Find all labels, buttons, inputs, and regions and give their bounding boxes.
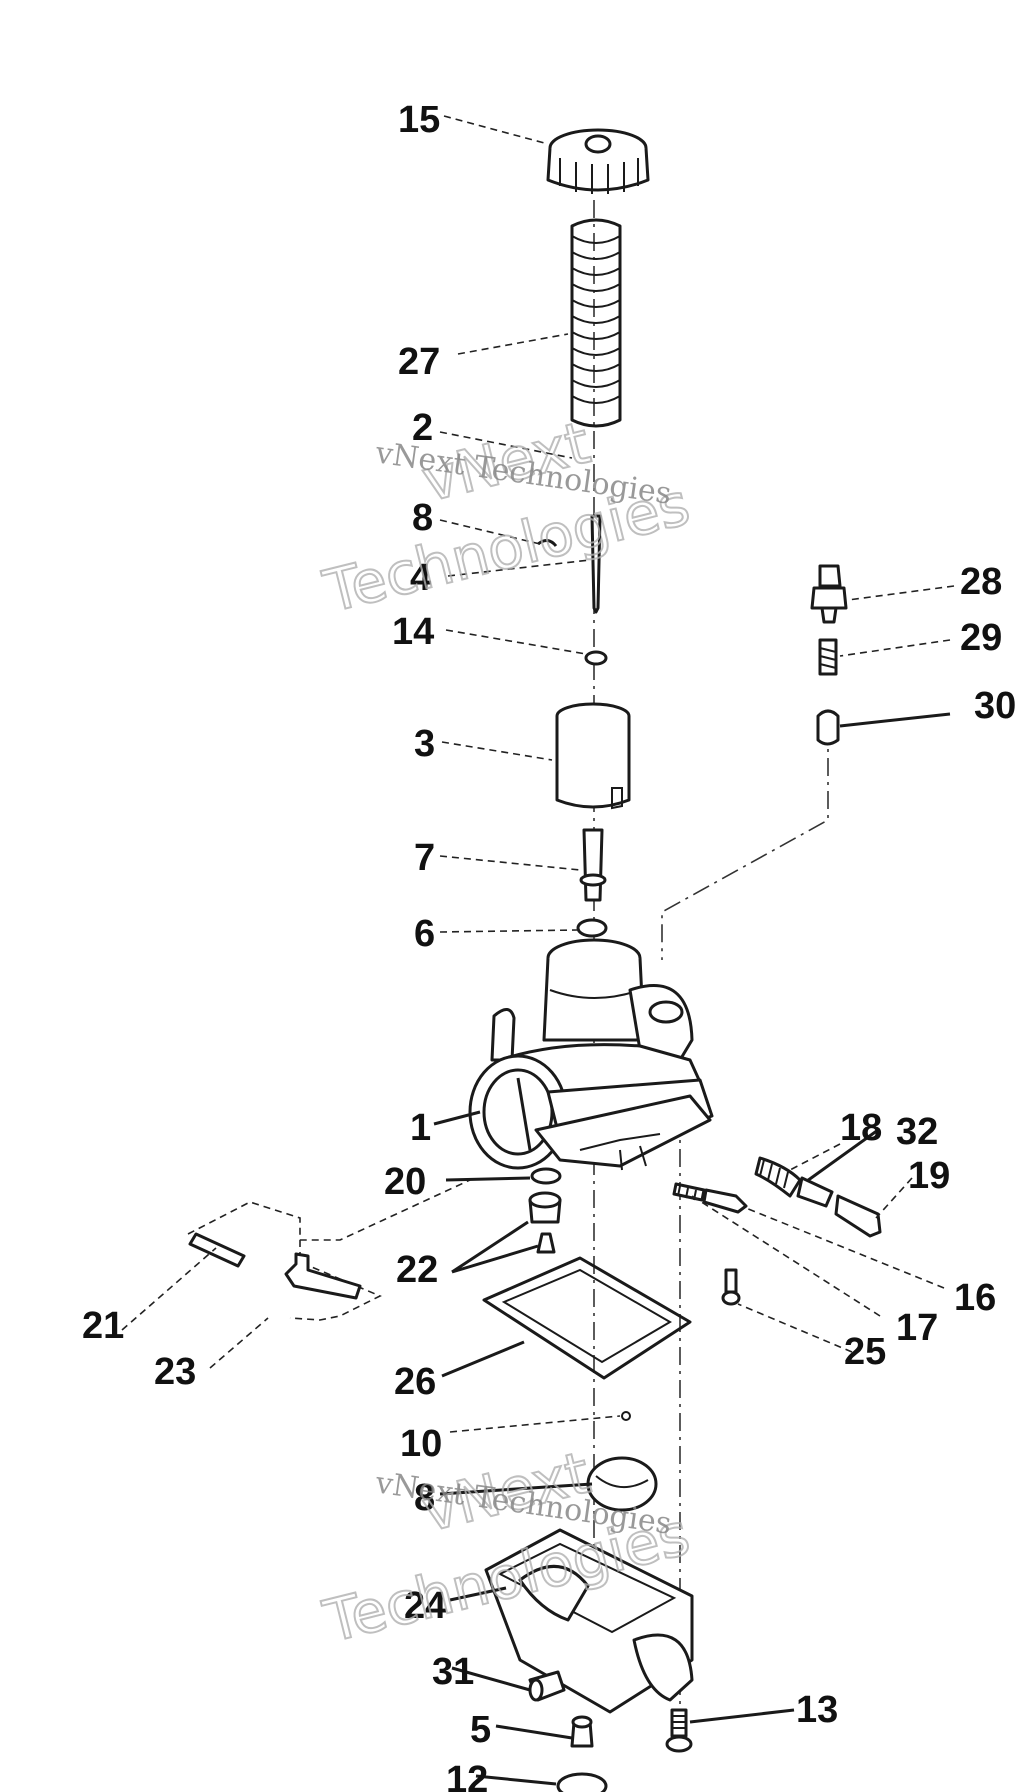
callout-27: 27	[398, 341, 440, 383]
callout-16: 16	[954, 1277, 996, 1319]
part-float-valve-22	[528, 1191, 562, 1254]
part-needle-jet-7	[579, 828, 607, 902]
callout-23: 23	[154, 1351, 196, 1393]
callout-3: 3	[414, 723, 435, 765]
callout-15: 15	[398, 99, 440, 141]
callout-22: 22	[396, 1249, 438, 1291]
part-spring-18	[754, 1156, 802, 1198]
part-screw-17	[672, 1182, 748, 1214]
part-drain-31	[528, 1670, 566, 1702]
callout-13: 13	[796, 1689, 838, 1731]
part-screw-25	[721, 1268, 741, 1306]
callout-32: 32	[896, 1111, 938, 1153]
part-spring-27	[570, 218, 622, 428]
part-float-arm-21-23	[187, 1179, 471, 1321]
callout-7: 7	[414, 837, 435, 879]
part-needle-4	[590, 514, 602, 614]
callout-25: 25	[844, 1331, 886, 1373]
watermark-upper: vNext Technologies vNext Technologies	[316, 407, 697, 627]
callout-10: 10	[400, 1423, 442, 1465]
part-screw-19	[796, 1176, 882, 1238]
part-gasket-26	[482, 1256, 692, 1380]
callout-20: 20	[384, 1161, 426, 1203]
callout-24: 24	[404, 1585, 446, 1627]
part-plug-5	[570, 1715, 594, 1748]
callout-18: 18	[840, 1107, 882, 1149]
callout-26: 26	[394, 1361, 436, 1403]
callout-28: 28	[960, 561, 1002, 603]
part-washer-20	[530, 1167, 562, 1185]
callout-29: 29	[960, 617, 1002, 659]
callout-21: 21	[82, 1305, 124, 1347]
callout-6: 6	[414, 913, 435, 955]
part-body-1	[468, 938, 714, 1171]
part-plunger-30	[816, 709, 840, 746]
callout-14: 14	[392, 611, 434, 653]
part-clip-8	[537, 539, 558, 547]
callout-8: 8	[412, 497, 433, 539]
callout-4: 4	[410, 557, 431, 599]
callout-31: 31	[432, 1651, 474, 1693]
callout-8-lower: 8	[414, 1477, 435, 1519]
part-float-bowl-24	[484, 1528, 694, 1714]
callout-19: 19	[908, 1155, 950, 1197]
callout-17: 17	[896, 1307, 938, 1349]
callout-1: 1	[410, 1107, 431, 1149]
part-spring-29	[818, 638, 838, 676]
callout-labels: 15 27 2 8 4 14 3 7 6 28 29 30 1 18 32 19…	[82, 99, 1016, 1792]
part-wire-32	[799, 1128, 879, 1188]
leader-lines	[121, 115, 955, 1786]
callout-5: 5	[470, 1709, 491, 1751]
part-slide-3	[555, 702, 631, 810]
part-plug-28	[810, 564, 848, 624]
callout-30: 30	[974, 685, 1016, 727]
part-main-jet-6	[576, 918, 608, 938]
part-cap-15	[546, 128, 650, 194]
part-oring-12	[556, 1772, 608, 1792]
part-screw-13	[665, 1708, 693, 1753]
callout-12: 12	[446, 1759, 488, 1792]
callout-2: 2	[412, 407, 433, 449]
part-pin-10	[621, 1411, 631, 1421]
part-washer-14	[584, 650, 608, 666]
